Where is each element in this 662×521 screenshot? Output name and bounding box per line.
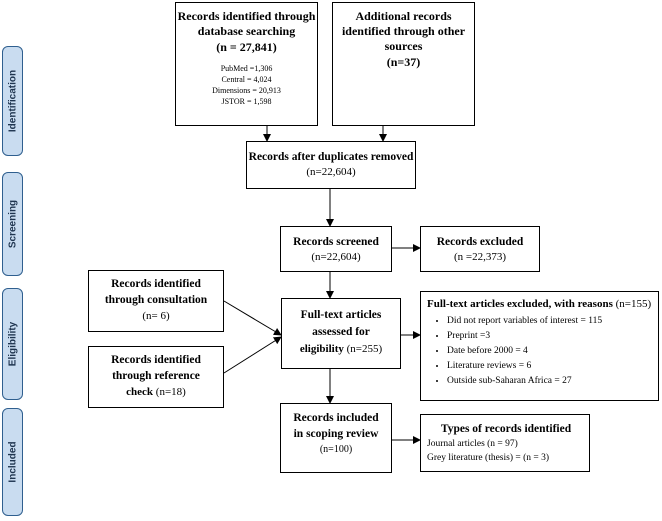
other-sources-count: (n=37) bbox=[386, 55, 421, 69]
exclusion-reason: Literature reviews = 6 bbox=[447, 359, 654, 374]
stage-identification: Identification bbox=[2, 46, 23, 156]
excluded-title: Records excluded bbox=[436, 236, 524, 248]
exclusion-reason: Outside sub-Saharan Africa = 27 bbox=[447, 374, 654, 389]
source-pubmed: PubMed =1,306 bbox=[220, 64, 273, 73]
db-search-box: Records identified through database sear… bbox=[175, 2, 318, 126]
other-sources-line-1: Additional records bbox=[355, 9, 452, 23]
duplicates-count: (n=22,604) bbox=[306, 166, 356, 178]
excluded-box: Records excluded (n =22,373) bbox=[420, 226, 540, 272]
fulltext-count: (n=255) bbox=[343, 343, 383, 355]
source-jstor: JSTOR = 1,598 bbox=[221, 97, 272, 106]
stage-eligibility: Eligibility bbox=[2, 288, 23, 400]
fulltext-excluded-box: Full-text articles excluded, with reason… bbox=[420, 291, 659, 401]
duplicates-removed-box: Records after duplicates removed (n=22,6… bbox=[246, 141, 416, 189]
exclusion-reason: Date before 2000 = 4 bbox=[447, 344, 654, 359]
arrow-consultation-to-fulltext bbox=[223, 300, 282, 336]
reference-count: (n=18) bbox=[153, 386, 186, 398]
record-types-title: Types of records identified bbox=[440, 423, 572, 435]
db-search-title-2: database searching bbox=[197, 24, 296, 38]
db-search-count: (n = 27,841) bbox=[216, 40, 277, 54]
excluded-count: (n =22,373) bbox=[453, 251, 507, 263]
screened-title: Records screened bbox=[293, 236, 379, 248]
record-types-box: Types of records identified Journal arti… bbox=[420, 414, 590, 472]
exclusion-reason: Preprint =3 bbox=[447, 329, 654, 344]
consultation-line-1: Records identified bbox=[111, 278, 201, 290]
other-sources-box: Additional records identified through ot… bbox=[332, 2, 475, 126]
included-count: (n=100) bbox=[319, 444, 353, 455]
reference-line-3: check bbox=[126, 386, 154, 398]
fulltext-line-3: eligibility bbox=[299, 343, 344, 355]
consultation-line-2: through consultation bbox=[104, 294, 208, 306]
fulltext-line-1: Full-text articles bbox=[300, 309, 382, 321]
reference-line-1: Records identified bbox=[111, 354, 201, 366]
consultation-count: (n= 6) bbox=[142, 310, 170, 322]
other-sources-line-2: identified through other bbox=[341, 24, 466, 38]
fulltext-line-2: assessed for bbox=[312, 326, 370, 338]
record-type-item: Journal articles (n = 97) bbox=[427, 439, 518, 449]
fulltext-excluded-count: (n=155) bbox=[615, 298, 652, 310]
included-line-2: in scoping review bbox=[293, 428, 379, 440]
included-line-1: Records included bbox=[293, 412, 379, 424]
record-type-item: Grey literature (thesis) = (n = 3) bbox=[427, 453, 550, 463]
screened-count: (n=22,604) bbox=[311, 251, 361, 263]
fulltext-assessed-box: Full-text articles assessed for eligibil… bbox=[281, 298, 401, 369]
reference-check-box: Records identified through reference che… bbox=[88, 346, 224, 408]
source-dimensions: Dimensions = 20,913 bbox=[212, 86, 281, 95]
stage-included: Included bbox=[2, 408, 23, 516]
stage-screening: Screening bbox=[2, 172, 23, 276]
fulltext-excluded-title: Full-text articles excluded, with reason… bbox=[427, 298, 613, 310]
screened-box: Records screened (n=22,604) bbox=[280, 226, 392, 272]
duplicates-title: Records after duplicates removed bbox=[248, 151, 414, 163]
exclusion-reason: Did not report variables of interest = 1… bbox=[447, 314, 654, 329]
reference-line-2: through reference bbox=[112, 370, 200, 382]
db-search-title-1: Records identified through bbox=[177, 9, 316, 23]
source-central: Central = 4,024 bbox=[221, 75, 272, 84]
other-sources-line-3: sources bbox=[384, 39, 423, 53]
included-box: Records included in scoping review (n=10… bbox=[280, 403, 392, 473]
arrow-reference-to-fulltext bbox=[223, 336, 282, 374]
consultation-box: Records identified through consultation … bbox=[88, 270, 224, 332]
